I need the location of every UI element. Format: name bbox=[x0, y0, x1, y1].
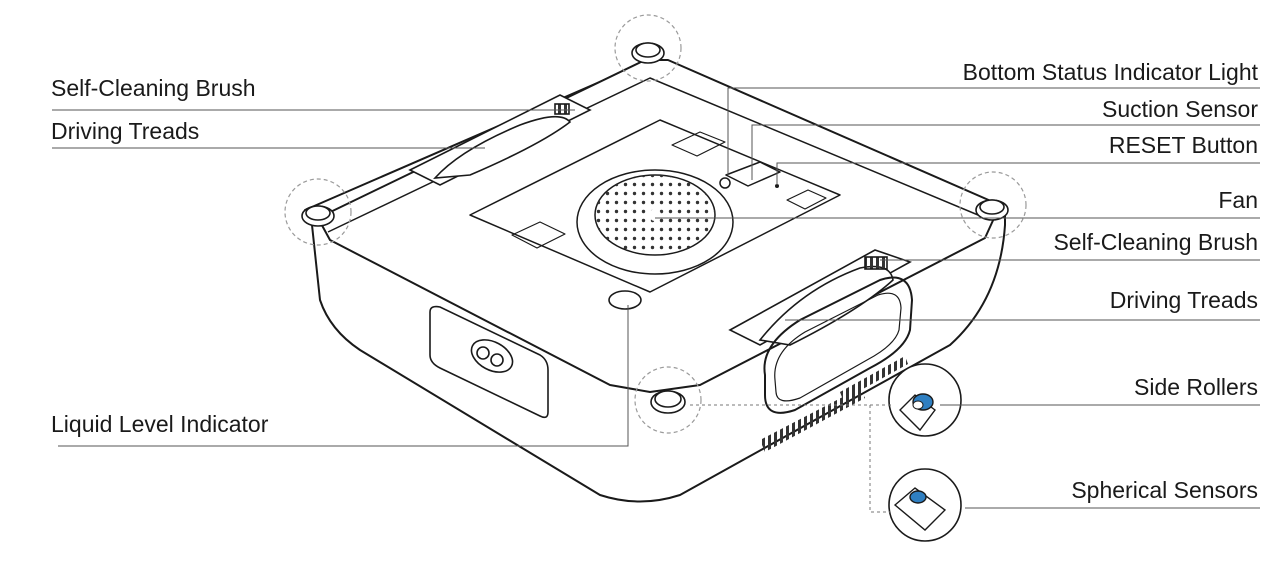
leader-lines bbox=[52, 87, 1260, 509]
label-bottom-status-indicator-light: Bottom Status Indicator Light bbox=[962, 59, 1258, 85]
label-spherical-sensors: Spherical Sensors bbox=[1071, 477, 1258, 503]
right-tread bbox=[728, 249, 914, 414]
label-liquid-level-indicator: Liquid Level Indicator bbox=[51, 411, 269, 437]
label-fan: Fan bbox=[1218, 187, 1258, 213]
label-reset-button: RESET Button bbox=[1108, 132, 1258, 158]
label-driving-treads-right: Driving Treads bbox=[1109, 287, 1258, 313]
highlight-circles bbox=[284, 14, 1027, 434]
detail-connectors bbox=[690, 404, 892, 513]
corner-feet bbox=[301, 42, 1009, 414]
liquid-level-window bbox=[429, 305, 549, 419]
side-roller-detail bbox=[888, 363, 962, 437]
spherical-sensor-detail bbox=[888, 468, 962, 542]
label-suction-sensor: Suction Sensor bbox=[1102, 96, 1258, 122]
left-tread bbox=[408, 94, 592, 186]
label-self-cleaning-brush-left: Self-Cleaning Brush bbox=[51, 75, 256, 101]
label-self-cleaning-brush-right: Self-Cleaning Brush bbox=[1053, 229, 1258, 255]
label-driving-treads-left: Driving Treads bbox=[51, 118, 200, 144]
label-side-rollers: Side Rollers bbox=[1134, 374, 1258, 400]
fan-grille bbox=[576, 169, 734, 275]
